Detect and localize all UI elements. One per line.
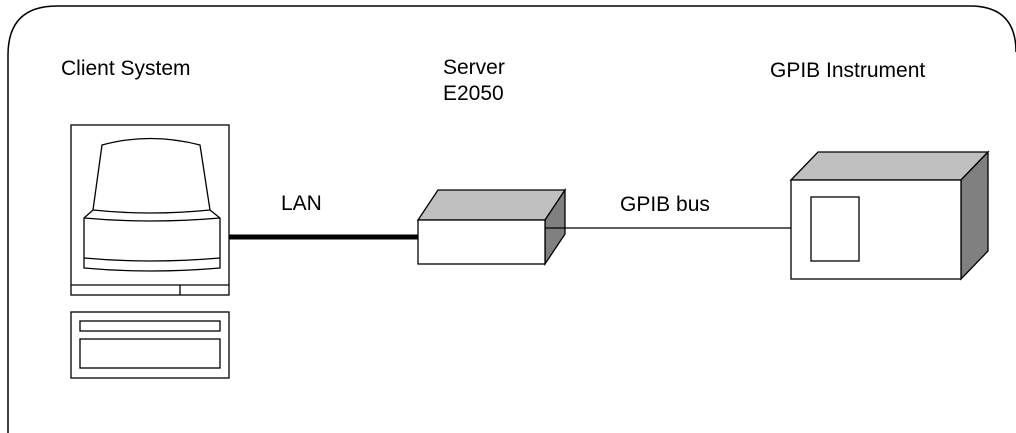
lan-label: LAN — [281, 192, 322, 215]
server-box-icon — [416, 187, 567, 267]
gpib-instrument-label: GPIB Instrument — [770, 59, 926, 82]
gpib-bus-label: GPIB bus — [620, 193, 710, 216]
instrument-box-icon — [789, 150, 990, 281]
computer-terminal-icon — [70, 124, 230, 379]
server-model-label: E2050 — [443, 82, 504, 105]
client-system-label: Client System — [61, 57, 191, 80]
server-label: Server — [443, 56, 505, 79]
diagram-frame — [7, 5, 1016, 433]
